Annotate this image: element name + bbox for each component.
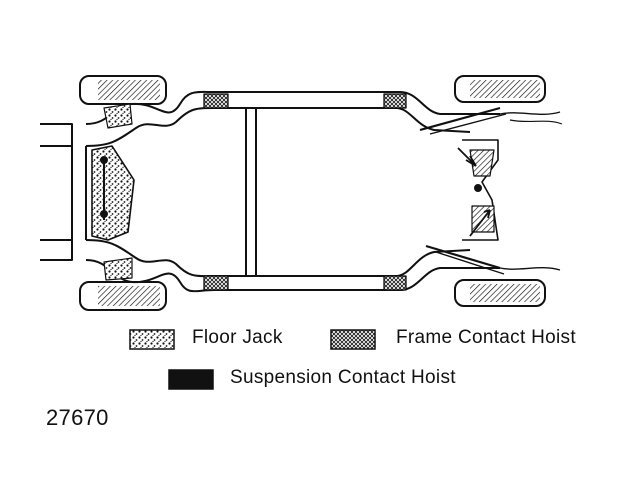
figure-number: 27670 [46,405,109,430]
rear-right-wheel [454,279,546,307]
frame-contact-pad [203,93,229,109]
rear-control-arm [419,106,501,132]
suspension-contact-hoist-label: Suspension Contact Hoist [230,367,456,388]
front-left-wheel [79,75,167,105]
frame-contact-hoist-label: Frame Contact Hoist [396,327,576,348]
chassis-drawing [40,75,563,311]
suspension-contact-hoist-swatch [168,369,214,390]
rear-left-wheel [454,75,546,103]
front-right-wheel [79,281,167,311]
floor-jack-swatch [129,329,175,350]
floor-jack-label: Floor Jack [192,327,283,348]
rear-axle-housing [462,139,499,241]
frame-contact-hoist-swatch [330,329,376,350]
front-bumper [40,123,73,147]
front-suspension [91,145,135,241]
